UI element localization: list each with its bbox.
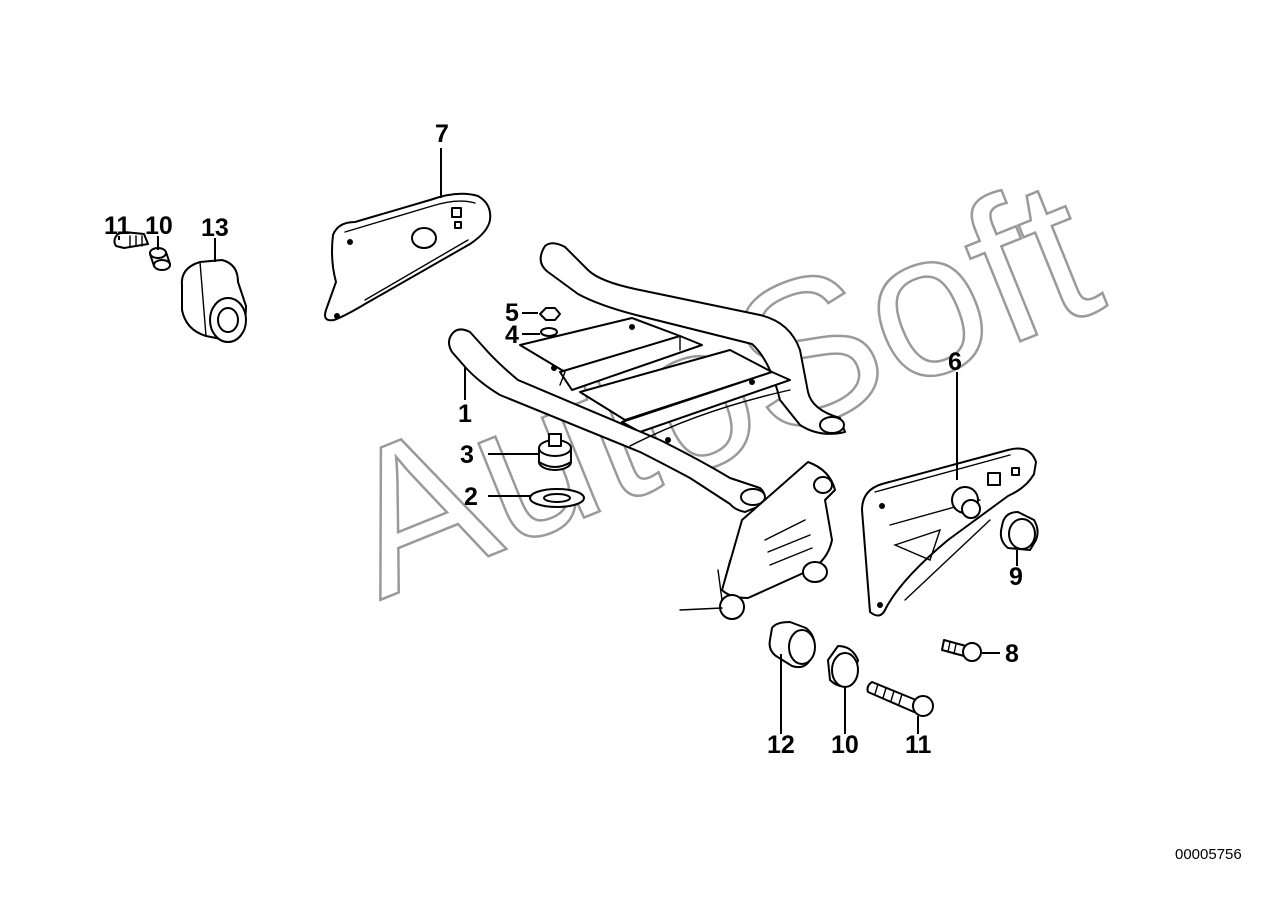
callout-8: 8 [1005,640,1019,668]
seat-frame-part-1 [448,242,846,513]
washer-part-2 [529,488,585,508]
bushing-part-10-upper [149,247,171,271]
bearing-part-13 [180,259,247,343]
callout-9: 9 [1009,563,1023,591]
callout-12: 12 [767,731,795,759]
nut-part-5 [539,307,561,321]
rubber-buffer-part-3 [538,433,572,471]
callout-10-lower: 10 [831,731,859,759]
spacer-part-10-lower [827,645,859,688]
callout-10-upper: 10 [145,212,173,240]
callout-7: 7 [435,120,449,148]
callout-4: 4 [505,321,519,349]
callout-13: 13 [201,214,229,242]
callout-5: 5 [505,299,519,327]
lock-washer-part-4 [540,327,558,337]
bushing-part-9 [999,511,1039,551]
callout-1: 1 [458,400,472,428]
bolt-part-11-lower [866,681,934,717]
callout-11-upper: 11 [104,212,131,240]
screw-part-8 [941,639,982,662]
bushing-part-12 [768,621,816,669]
callout-11-lower: 11 [905,731,932,759]
callout-6: 6 [948,348,962,376]
bracket-plate-part-6 [861,447,1037,617]
bracket-plate-part-7 [324,192,492,322]
seat-rail [679,461,836,620]
callout-3: 3 [460,441,474,469]
document-number: 00005756 [1175,846,1242,863]
screw-part-11-upper [113,231,149,249]
callout-2: 2 [464,483,478,511]
